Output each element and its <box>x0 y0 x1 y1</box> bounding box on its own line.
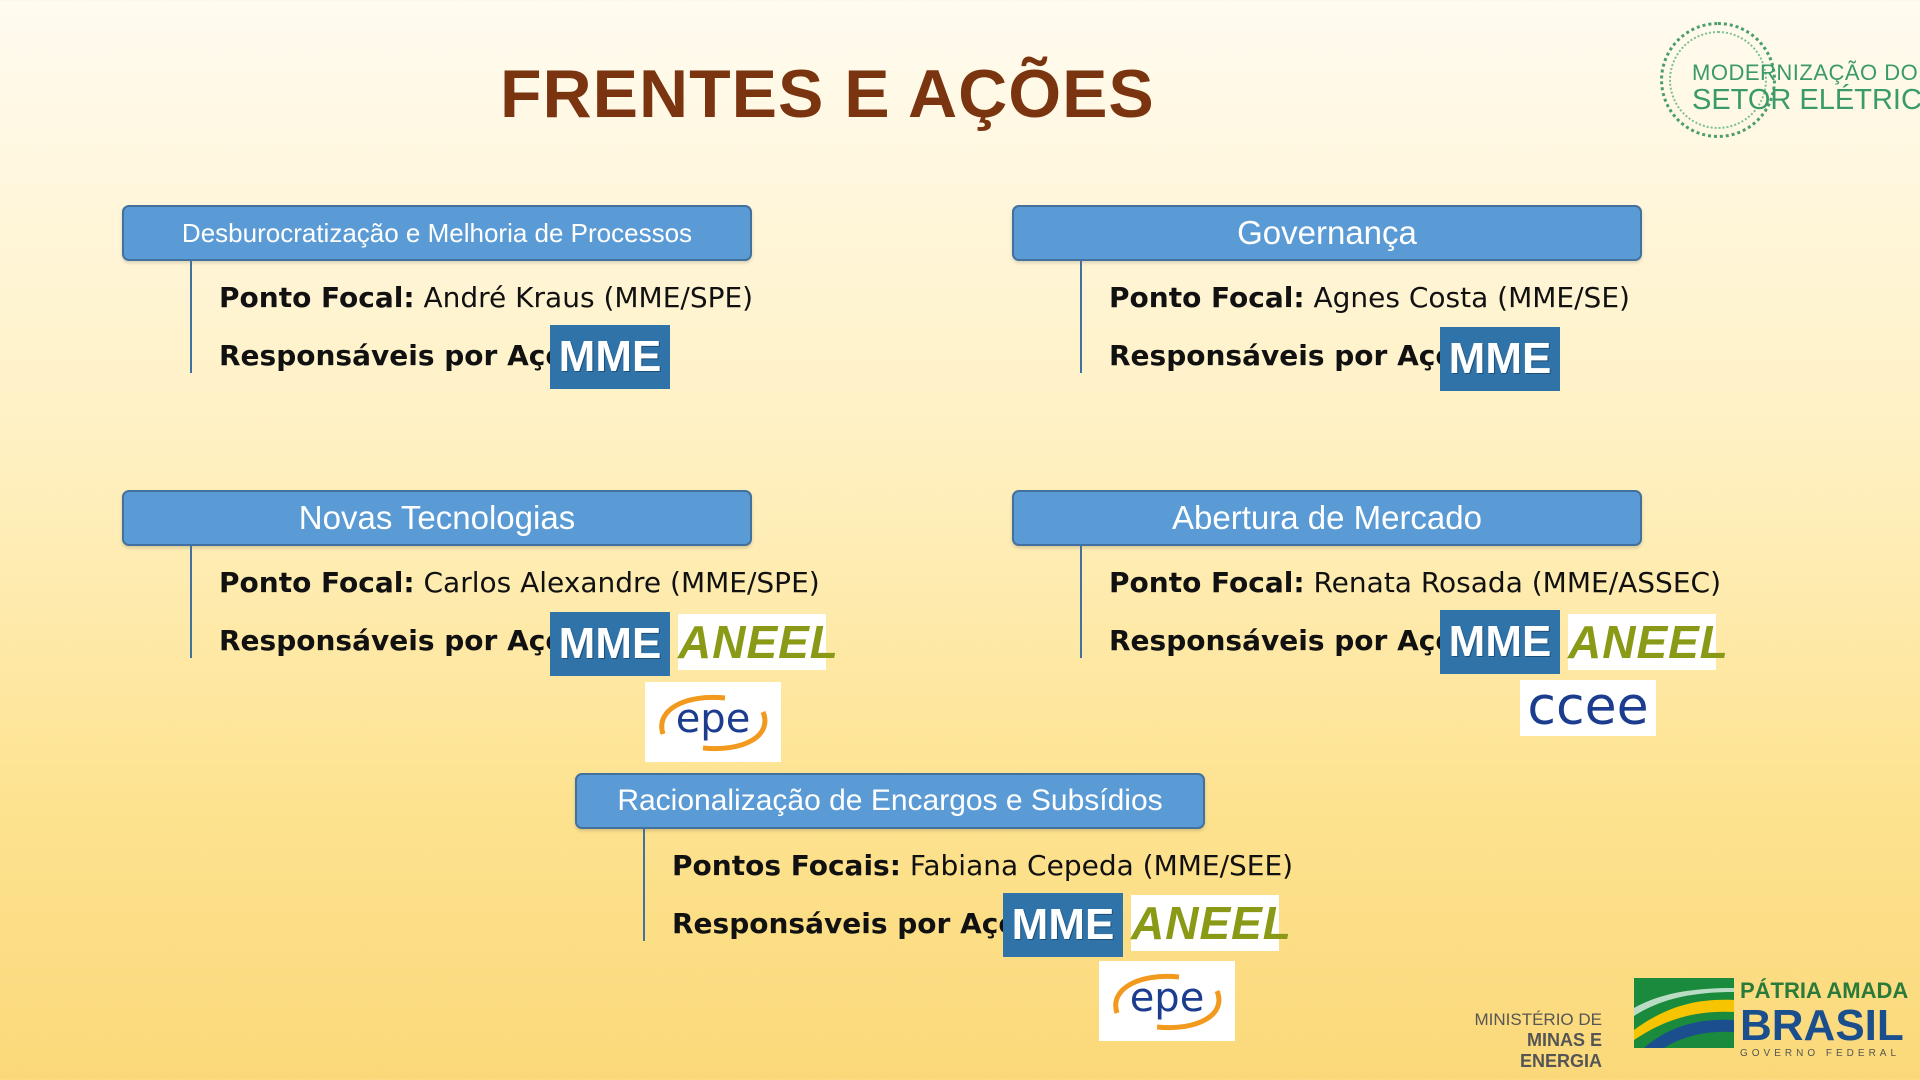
front-title: Racionalização de Encargos e Subsídios <box>575 773 1205 829</box>
ministry-line1: MINISTÉRIO DE <box>1474 1010 1602 1029</box>
mme-logo: MME <box>550 325 670 389</box>
responsible-row: Responsáveis por Ações: <box>1109 339 1501 372</box>
gov-line3: GOVERNO FEDERAL <box>1740 1048 1901 1059</box>
focal-label: Ponto Focal: <box>1109 281 1305 314</box>
focal-value: Fabiana Cepeda (MME/SEE) <box>909 849 1294 882</box>
focal-value: Renata Rosada (MME/ASSEC) <box>1313 566 1721 599</box>
focal-row: Ponto Focal: Agnes Costa (MME/SE) <box>1109 281 1630 314</box>
front-abertura-mercado: Abertura de Mercado Ponto Focal: Renata … <box>1012 490 1832 736</box>
focal-value: André Kraus (MME/SPE) <box>423 281 754 314</box>
aneel-logo: ANEEL <box>678 614 839 670</box>
front-title: Abertura de Mercado <box>1012 490 1642 546</box>
aneel-logo: ANEEL <box>1131 895 1292 951</box>
responsible-label: Responsáveis por Ações: <box>219 339 612 372</box>
connector-line <box>190 546 192 658</box>
responsible-label: Responsáveis por Ações: <box>1109 339 1502 372</box>
epe-swoosh-icon: epe <box>1113 973 1222 1031</box>
logo-line2: SETOR ELÉTRICO <box>1692 84 1920 116</box>
front-title: Governança <box>1012 205 1642 261</box>
mme-logo: MME <box>1440 610 1560 674</box>
focal-value: Carlos Alexandre (MME/SPE) <box>423 566 820 599</box>
connector-line <box>190 261 192 373</box>
focal-value: Agnes Costa (MME/SE) <box>1313 281 1630 314</box>
aneel-logo: ANEEL <box>1568 614 1729 670</box>
connector-line <box>643 829 645 941</box>
front-title: Novas Tecnologias <box>122 490 752 546</box>
front-novas-tecnologias: Novas Tecnologias Ponto Focal: Carlos Al… <box>122 490 962 770</box>
gov-line1: PÁTRIA AMADA <box>1740 978 1909 1003</box>
modernizacao-logo: MODERNIZAÇÃO DO SETOR ELÉTRICO <box>1660 18 1920 153</box>
front-desburocratizacao: Desburocratização e Melhoria de Processo… <box>122 205 962 395</box>
responsible-row: Responsáveis por Ações: <box>1109 624 1501 657</box>
focal-row: Ponto Focal: Renata Rosada (MME/ASSEC) <box>1109 566 1721 599</box>
front-governanca: Governança Ponto Focal: Agnes Costa (MME… <box>1012 205 1832 395</box>
ministry-logo: MINISTÉRIO DE MINAS E ENERGIA <box>1440 1010 1602 1072</box>
logo-ring-icon <box>1660 22 1776 138</box>
epe-logo: epe <box>1099 961 1235 1041</box>
mme-logo: MME <box>550 612 670 676</box>
responsible-row: Responsáveis por Ações: <box>219 624 611 657</box>
gov-line2: BRASIL <box>1740 1001 1904 1050</box>
epe-text: epe <box>1130 975 1205 1021</box>
focal-label: Ponto Focal: <box>219 566 415 599</box>
focal-label: Ponto Focal: <box>1109 566 1305 599</box>
connector-line <box>1080 261 1082 373</box>
focal-label: Ponto Focal: <box>219 281 415 314</box>
epe-swoosh-icon: epe <box>659 694 768 752</box>
brasil-flag-icon <box>1634 978 1734 1048</box>
page-title: FRENTES E AÇÕES <box>500 56 1155 132</box>
responsible-label: Responsáveis por Ações: <box>219 624 612 657</box>
focal-row: Ponto Focal: André Kraus (MME/SPE) <box>219 281 753 314</box>
epe-logo: epe <box>645 682 781 762</box>
ministry-line2: MINAS E ENERGIA <box>1519 1030 1602 1071</box>
focal-row: Ponto Focal: Carlos Alexandre (MME/SPE) <box>219 566 820 599</box>
mme-logo: MME <box>1440 327 1560 391</box>
front-title: Desburocratização e Melhoria de Processo… <box>122 205 752 261</box>
logo-line1: MODERNIZAÇÃO DO <box>1692 60 1919 85</box>
responsible-row: Responsáveis por Ações: <box>219 339 611 372</box>
patria-amada-brasil-logo: PÁTRIA AMADA BRASIL GOVERNO FEDERAL <box>1740 978 1920 1059</box>
focal-row: Pontos Focais: Fabiana Cepeda (MME/SEE) <box>672 849 1293 882</box>
focal-label: Pontos Focais: <box>672 849 901 882</box>
responsible-label: Responsáveis por Ações: <box>1109 624 1502 657</box>
epe-text: epe <box>676 696 751 742</box>
ccee-logo: ccee <box>1520 680 1656 736</box>
mme-logo: MME <box>1003 893 1123 957</box>
responsible-row: Responsáveis por Ações: <box>672 907 1064 940</box>
responsible-label: Responsáveis por Ações: <box>672 907 1065 940</box>
connector-line <box>1080 546 1082 658</box>
front-racionalizacao: Racionalização de Encargos e Subsídios P… <box>575 773 1395 1053</box>
